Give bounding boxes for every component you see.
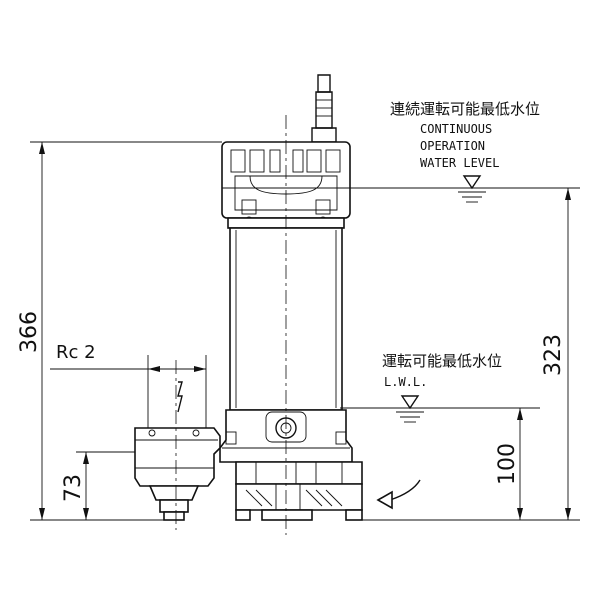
continuous-level-label-en-3: WATER LEVEL bbox=[420, 156, 499, 170]
dim-total-height-value: 366 bbox=[17, 311, 42, 353]
continuous-level-label-en-1: CONTINUOUS bbox=[420, 122, 492, 136]
dim-total-height bbox=[30, 141, 222, 521]
rc-leader bbox=[50, 366, 206, 372]
lwl-water-level bbox=[340, 395, 540, 423]
continuous-level-label-jp: 連続運転可能最低水位 bbox=[390, 100, 540, 118]
dim-lwl-level-value: 100 bbox=[495, 443, 520, 485]
continuous-level-label-en-2: OPERATION bbox=[420, 139, 485, 153]
dim-lwl-level bbox=[517, 408, 523, 520]
dim-continuous-level-value: 323 bbox=[541, 334, 566, 376]
dim-outlet-height bbox=[76, 451, 135, 520]
rc-size-label: Rc 2 bbox=[56, 342, 96, 363]
dim-continuous-level bbox=[362, 188, 580, 521]
dim-outlet-height-value: 73 bbox=[61, 474, 86, 502]
continuous-water-level bbox=[222, 175, 580, 203]
lwl-label-jp: 運転可能最低水位 bbox=[382, 352, 502, 370]
lwl-label-en: L.W.L. bbox=[384, 375, 427, 389]
